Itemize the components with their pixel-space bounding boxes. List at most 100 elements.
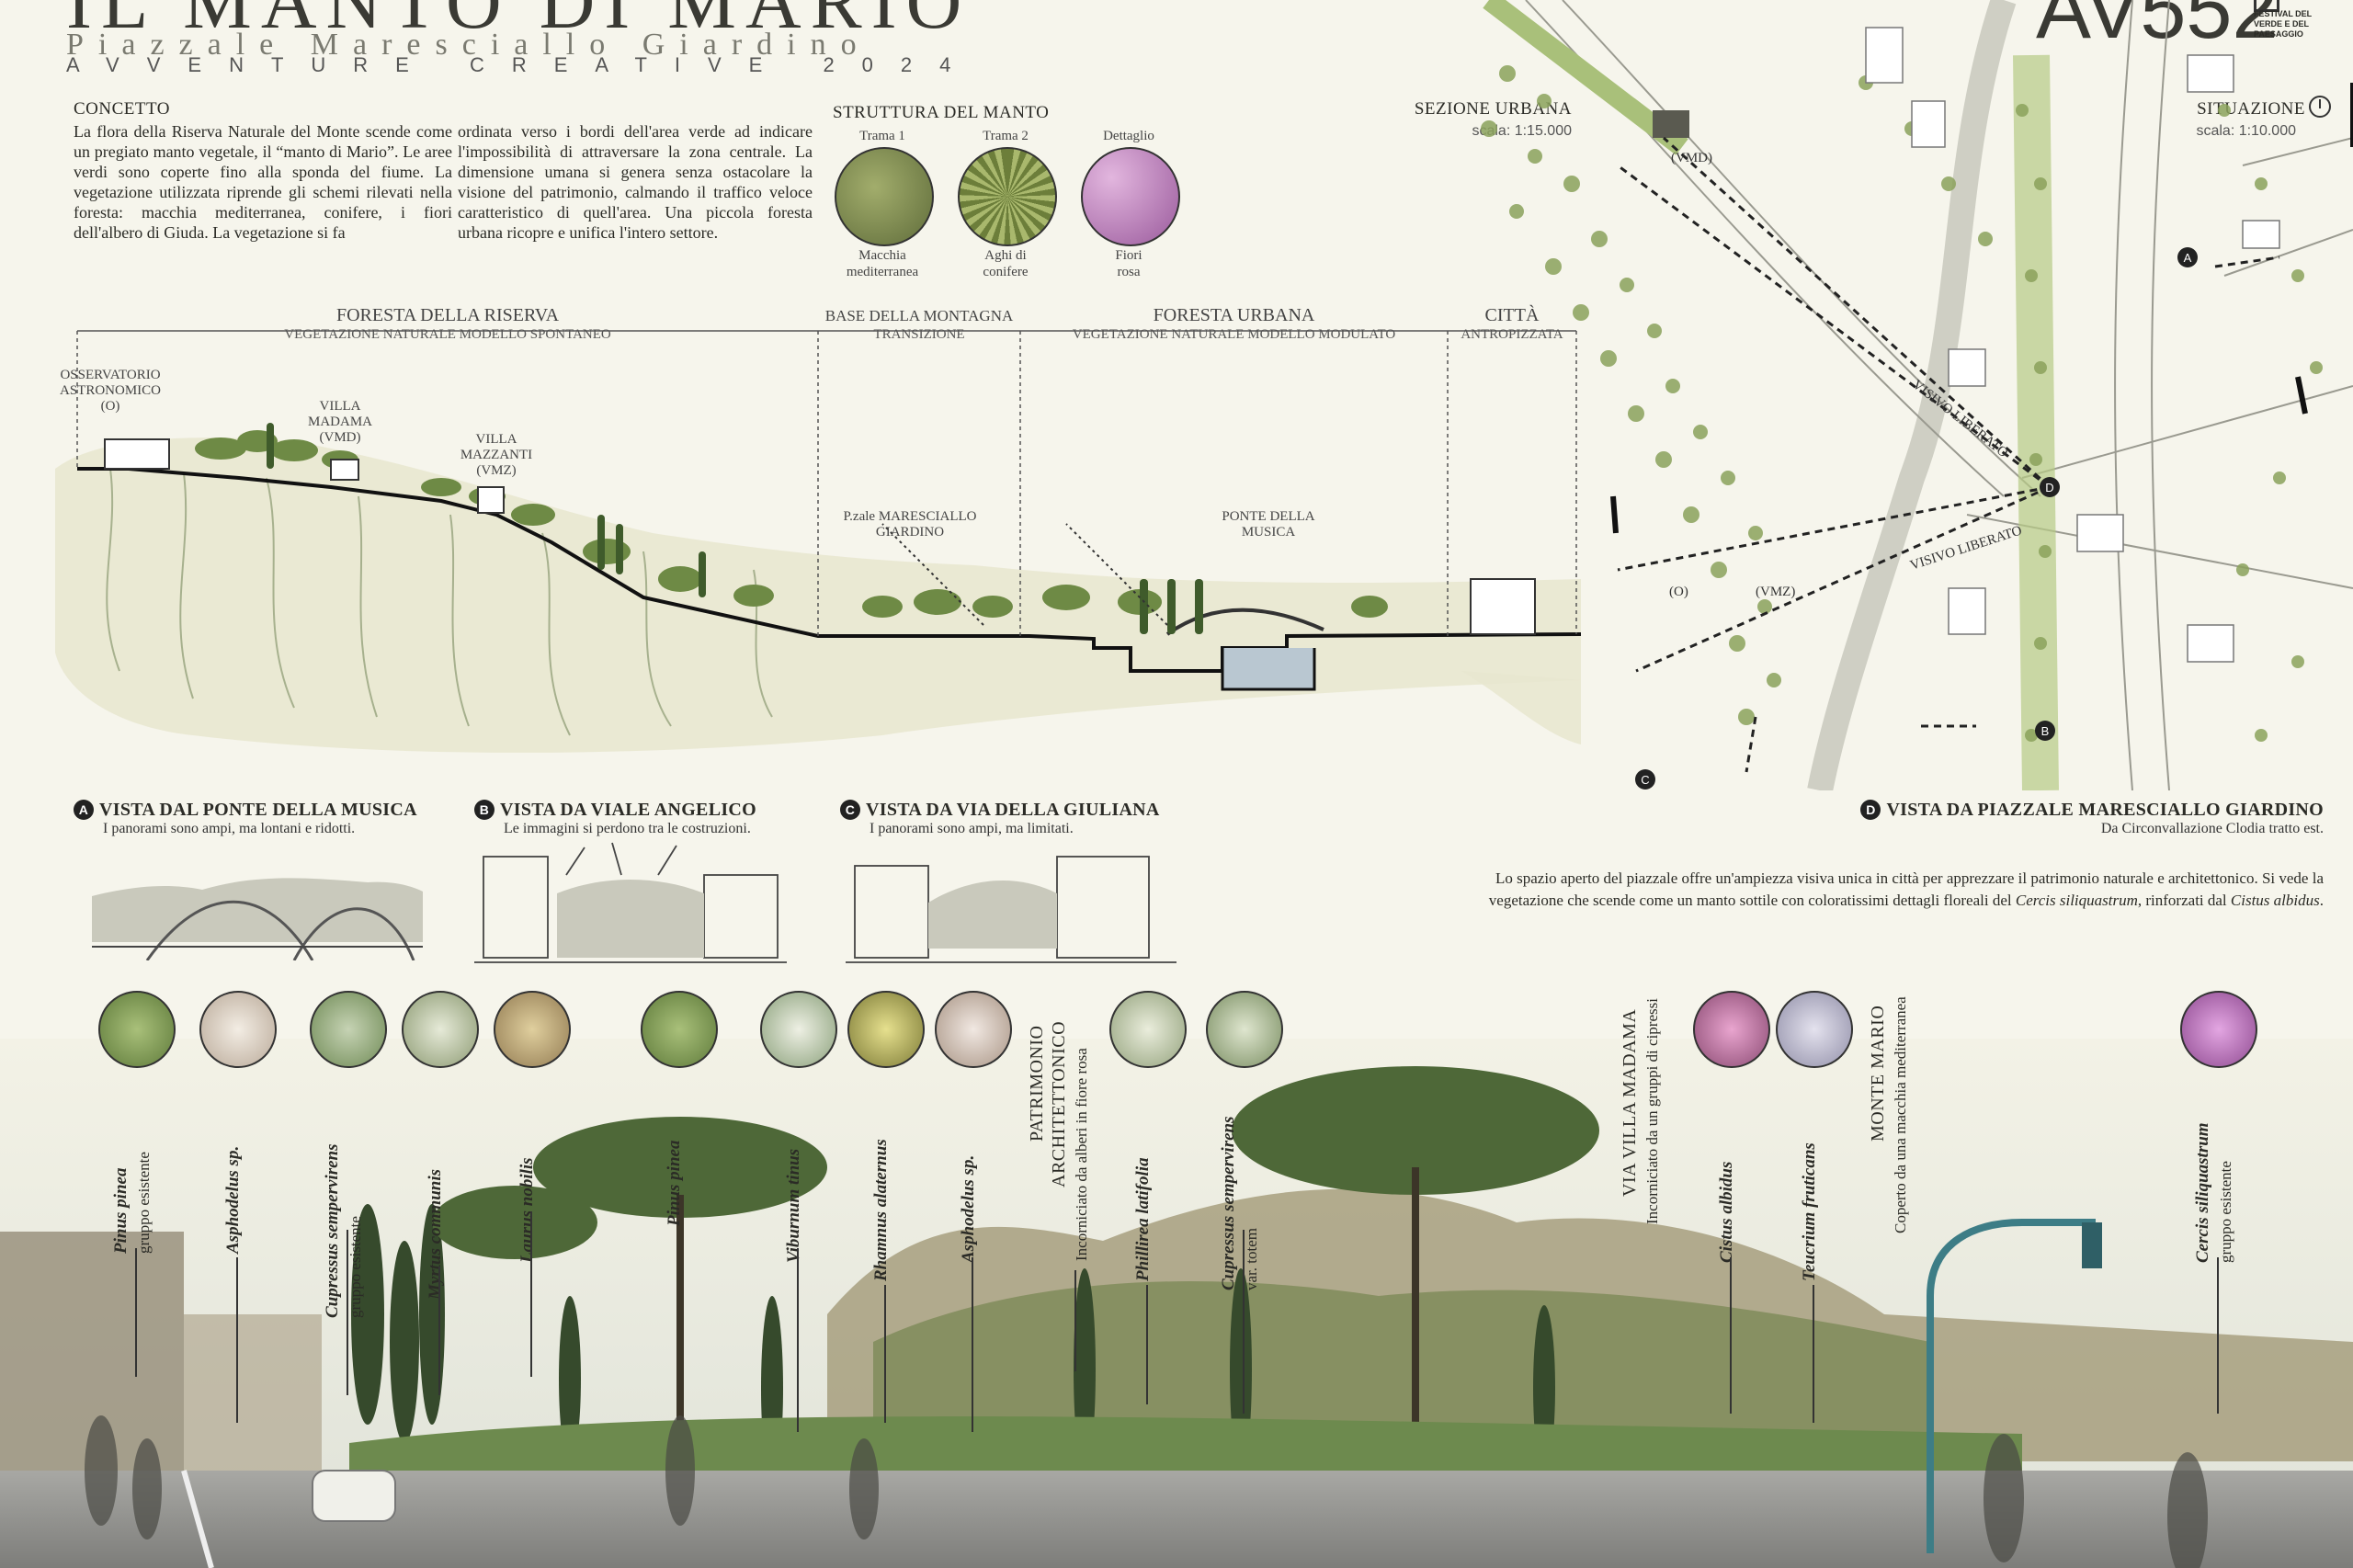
- vista-b-sub: Le immagini si perdono tra le costruzion…: [504, 821, 751, 836]
- landmark-monte-mario-name: MONTE MARIO: [1868, 1005, 1888, 1142]
- swatch-1-top: Trama 1: [859, 129, 905, 143]
- plant-3-leader: [347, 1230, 348, 1395]
- swatch-2-top: Trama 2: [983, 129, 1029, 143]
- plant-3-name: Cupressus sempervirens: [323, 1143, 342, 1319]
- struttura-heading: STRUTTURA DEL MANTO: [833, 103, 1050, 122]
- plant-12-leader: [1730, 1257, 1732, 1414]
- plant-14-note: gruppo esistente: [2217, 1161, 2234, 1263]
- plant-14-thumb: [2180, 991, 2257, 1068]
- swatch-3-bottom1: Fiori: [1115, 248, 1142, 263]
- festival-name: FESTIVAL DEL VERDE E DEL PAESAGGIO: [2254, 9, 2313, 39]
- plant-6: Pinus pinea: [641, 991, 718, 1226]
- plant-8: Rhamnus alaternus: [847, 991, 925, 1423]
- concept-heading: CONCETTO: [74, 99, 170, 119]
- plant-13: Teucrium fruticans: [1776, 991, 1853, 1423]
- label-villa-mazzanti: VILLA MAZZANTI (VMZ): [460, 432, 533, 478]
- swatch-1-bottom1: Macchia: [858, 248, 906, 263]
- plant-12-thumb: [1693, 991, 1770, 1068]
- swatch-3-bottom2: rosa: [1117, 265, 1141, 279]
- plant-1-name: Pinus pinea: [111, 1167, 131, 1254]
- plant-3-thumb: [310, 991, 387, 1068]
- poster-subtitle: Piazzale Maresciallo Giardino: [66, 28, 871, 62]
- plant-13-leader: [1813, 1285, 1814, 1423]
- vista-b-badge: B: [474, 800, 494, 820]
- plant-7-name: Viburnum tinus: [784, 1148, 803, 1263]
- vista-d-description: Lo spazio aperto del piazzale offre un'a…: [1488, 869, 2324, 909]
- plant-2-thumb: [199, 991, 277, 1068]
- plant-4-name: Myrtus communis: [426, 1168, 445, 1300]
- plant-11: Cupressus sempervirens var. totem: [1206, 991, 1283, 1414]
- poster-title: IL MANTO DI MARIO: [66, 0, 972, 45]
- swatch-3-top: Dettaglio: [1103, 129, 1154, 143]
- sketch-b-drawing: [474, 842, 787, 963]
- landmark-villa-madama-name: VIA VILLA MADAMA: [1620, 1008, 1640, 1197]
- plant-1-leader: [135, 1248, 137, 1377]
- map-badge-b: B: [2041, 724, 2050, 738]
- situazione-scale: scala: 1:10.000: [2196, 123, 2296, 139]
- label-ponte-musica: PONTE DELLA MUSICA: [1222, 509, 1315, 540]
- vista-a-sub: I panorami sono ampi, ma lontani e ridot…: [103, 821, 356, 836]
- plant-6-name: Pinus pinea: [665, 1140, 684, 1226]
- sketch-c-drawing: [846, 856, 1176, 963]
- site-plan-drawing: A D B C (VMD) (VMZ) (O) VISIVO LIBERATO …: [1481, 0, 2353, 790]
- map-badge-a: A: [2184, 251, 2192, 265]
- vista-d-sub: Da Circonvallazione Clodia tratto est.: [2100, 821, 2324, 836]
- map-label-vmd: (VMD): [1671, 151, 1712, 165]
- zone-2-title: BASE DELLA MONTAGNA: [824, 307, 1014, 324]
- zone-3-title: FORESTA URBANA: [1153, 305, 1315, 325]
- plant-11-thumb: [1206, 991, 1283, 1068]
- plant-7: Viburnum tinus: [760, 991, 837, 1432]
- plant-4: Myrtus communis: [402, 991, 479, 1395]
- plant-3-note: gruppo esistente: [347, 1216, 364, 1318]
- plant-8-name: Rhamnus alaternus: [871, 1139, 891, 1281]
- plant-12-name: Cistus albidus: [1717, 1161, 1736, 1263]
- swatch-2-texture: [958, 147, 1057, 246]
- section-drawing: [55, 330, 1581, 753]
- plant-7-leader: [797, 1248, 799, 1432]
- map-label-o: (O): [1669, 585, 1688, 599]
- landmark-patrimonio-leader: [1074, 1270, 1076, 1371]
- zone-1-title: FORESTA DELLA RISERVA: [335, 305, 560, 325]
- vista-c-title: VISTA DA VIA DELLA GIULIANA: [866, 800, 1160, 820]
- panorama-drawing: [0, 1039, 2353, 1568]
- landmark-monte-mario-note: Coperto da una macchia mediterranea: [1892, 996, 1909, 1233]
- plant-9: Asphodelus sp.: [935, 991, 1012, 1432]
- plant-13-thumb: [1776, 991, 1853, 1068]
- plant-9-leader: [972, 1257, 973, 1432]
- poster-edition: AVVENTURE CREATIVE 2024: [66, 53, 979, 76]
- vista-c-sub: I panorami sono ampi, ma limitati.: [870, 821, 1074, 836]
- landmark-villa-madama-note: Incorniciato da un gruppi di cipressi: [1643, 998, 1661, 1224]
- vista-c: C VISTA DA VIA DELLA GIULIANA I panorami …: [840, 800, 1160, 837]
- plant-10-thumb: [1109, 991, 1187, 1068]
- swatch-2-bottom2: conifere: [983, 265, 1029, 279]
- plant-9-name: Asphodelus sp.: [959, 1154, 978, 1263]
- swatch-1-bottom2: mediterranea: [846, 265, 919, 279]
- plant-8-leader: [884, 1285, 886, 1423]
- swatch-2-bottom1: Aghi di: [984, 248, 1027, 263]
- zone-3-sub: VEGETAZIONE NATURALE MODELLO MODULATO: [1072, 327, 1396, 342]
- plant-10-leader: [1146, 1285, 1148, 1404]
- sketch-vista-b: [474, 838, 787, 967]
- plant-14: Cercis siliquastrum gruppo esistente: [2180, 991, 2257, 1414]
- landmark-patrimonio-name2: ARCHITETTONICO: [1049, 1020, 1069, 1187]
- vista-c-badge: C: [840, 800, 860, 820]
- panorama-render: [0, 1039, 2353, 1568]
- landmark-patrimonio-note: Incorniciato da alberi in fiore rosa: [1073, 1048, 1090, 1261]
- vista-a-title: VISTA DAL PONTE DELLA MUSICA: [99, 800, 417, 820]
- sketch-a-drawing: [92, 878, 423, 961]
- plant-2-name: Asphodelus sp.: [223, 1145, 243, 1254]
- label-villa-madama: VILLA MADAMA (VMD): [307, 399, 372, 445]
- plant-5-thumb: [494, 991, 571, 1068]
- concept-text-col2: ordinata verso i bordi dell'area verde a…: [458, 122, 813, 242]
- plant-14-leader: [2217, 1257, 2219, 1414]
- landmark-patrimonio-name: PATRIMONIO: [1027, 1025, 1047, 1142]
- zone-4-sub: ANTROPIZZATA: [1461, 327, 1563, 342]
- zone-1-sub: VEGETAZIONE NATURALE MODELLO SPONTANEO: [284, 327, 611, 342]
- site-plan-map: A D B C (VMD) (VMZ) (O) VISIVO LIBERATO …: [1434, 0, 2353, 790]
- plant-12: Cistus albidus: [1693, 991, 1770, 1414]
- plant-6-thumb: [641, 991, 718, 1068]
- plant-4-thumb: [402, 991, 479, 1068]
